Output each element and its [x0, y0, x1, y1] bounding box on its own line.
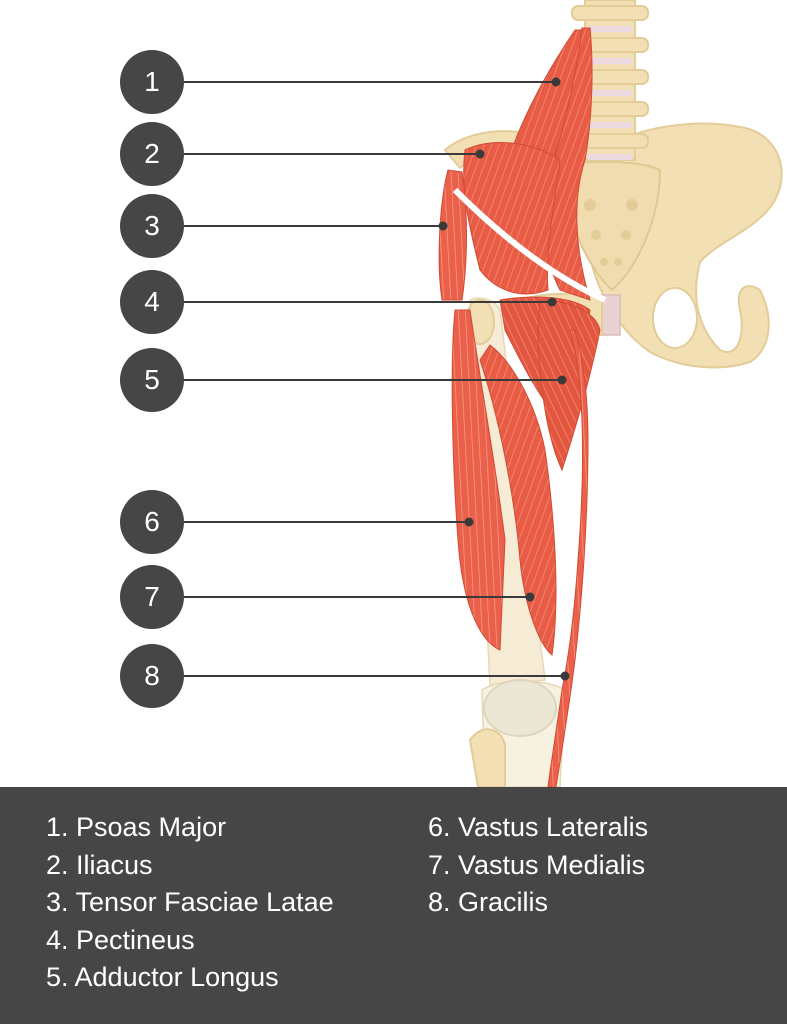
marker-1: 1	[120, 50, 184, 114]
legend-column-right: 6. Vastus Lateralis 7. Vastus Medialis 8…	[428, 809, 648, 922]
marker-5: 5	[120, 348, 184, 412]
marker-7: 7	[120, 565, 184, 629]
marker-8: 8	[120, 644, 184, 708]
marker-4: 4	[120, 270, 184, 334]
leader-dot-7	[525, 592, 535, 602]
legend-item: 1. Psoas Major	[46, 812, 227, 842]
muscles	[438, 27, 607, 787]
legend-panel: 1. Psoas Major 2. Iliacus 3. Tensor Fasc…	[0, 787, 787, 1024]
marker-2: 2	[120, 122, 184, 186]
legend-item: 5. Adductor Longus	[46, 962, 279, 992]
leader-dot-8	[560, 671, 570, 681]
leader-dot-5	[557, 375, 567, 385]
leader-dot-6	[464, 517, 474, 527]
legend-item: 8. Gracilis	[428, 887, 549, 917]
legend-item: 3. Tensor Fasciae Latae	[46, 887, 334, 917]
leader-dot-2	[475, 149, 485, 159]
anatomy-illustration	[184, 0, 783, 787]
leader-dot-4	[547, 297, 557, 307]
leader-dot-3	[438, 221, 448, 231]
legend-item: 2. Iliacus	[46, 849, 153, 880]
legend-item: 7. Vastus Medialis	[428, 849, 646, 880]
legend-item: 6. Vastus Lateralis	[428, 812, 649, 842]
marker-3: 3	[120, 194, 184, 258]
marker-6: 6	[120, 490, 184, 554]
legend-item: 4. Pectineus	[46, 924, 195, 955]
leader-dot-1	[551, 77, 561, 87]
legend-column-left: 1. Psoas Major 2. Iliacus 3. Tensor Fasc…	[46, 809, 334, 997]
